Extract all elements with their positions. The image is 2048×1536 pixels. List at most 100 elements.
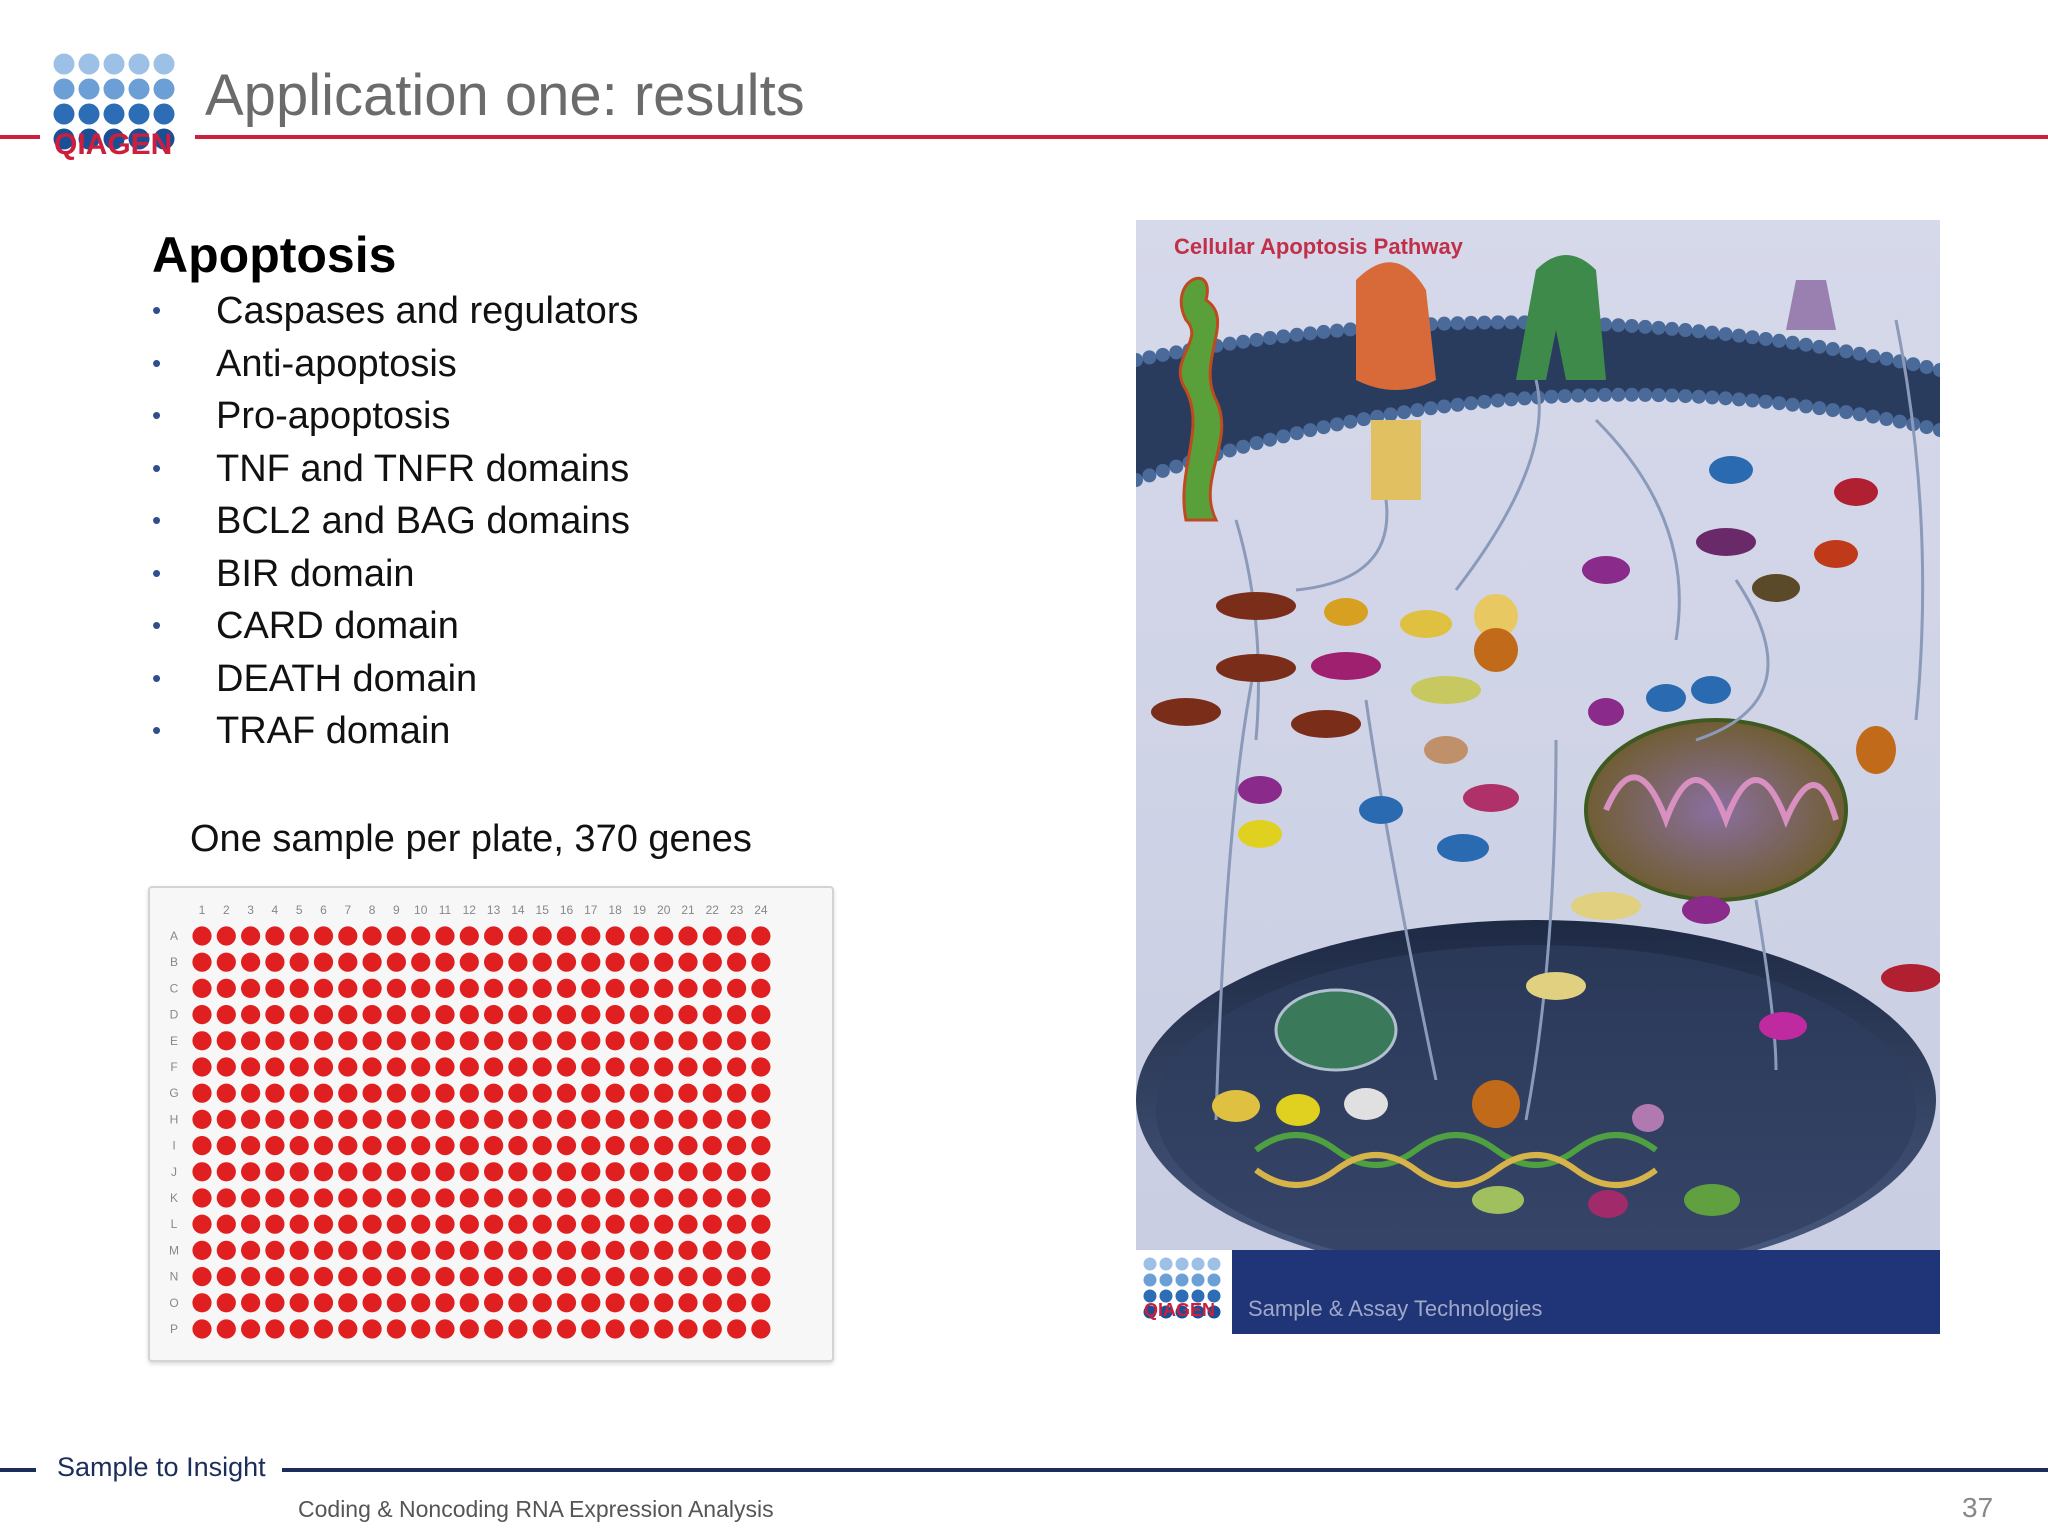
plate-well [532,1240,552,1260]
pathway-arrows [1214,319,1925,1121]
plate-well [654,1083,674,1103]
plate-well [265,1162,285,1182]
plate-well [508,1057,528,1077]
plate-well [654,952,674,972]
membrane-bead [1303,326,1318,341]
plate-well [532,926,552,946]
footer-rule-left [0,1468,36,1472]
logo-dot [1175,1305,1189,1319]
membrane-bead [1155,347,1170,362]
plate-well [216,1109,236,1129]
membrane-bead [1665,388,1679,403]
plate-well [241,1109,261,1129]
plate-well [289,1319,309,1339]
plate-well [508,1267,528,1287]
plate-column-label: 7 [344,903,351,917]
plate-well [289,1109,309,1129]
plate-well [241,1162,261,1182]
plate-well [751,1188,771,1208]
plate-well [678,1162,698,1182]
membrane-bead [1383,407,1398,422]
plate-well [265,926,285,946]
plate-column-label: 13 [487,903,501,917]
apaf1-node [1359,796,1403,824]
plate-row-label: I [172,1139,175,1153]
plate-well [508,1188,528,1208]
plate-well [265,1031,285,1051]
membrane-bead [1651,320,1666,335]
membrane-bead [1839,405,1854,420]
htra2-node [1424,736,1468,764]
plate-well [727,1109,747,1129]
plate-well [241,1005,261,1025]
plate-well [751,1214,771,1234]
plate-well [313,1136,334,1156]
plate-well [751,1031,771,1051]
membrane-bead [1879,351,1894,366]
membrane-bead [1571,388,1586,403]
plate-well [605,1031,625,1051]
plate-well [605,1240,625,1260]
plate-well [362,1214,382,1234]
plate-well [508,1240,528,1260]
plate-well [265,1083,285,1103]
plate-well [581,1031,601,1051]
plate-well [338,1136,358,1156]
membrane-bead [1691,389,1706,404]
plate-well [386,1109,406,1129]
membrane-bead [1705,325,1720,340]
plate-well [216,1057,236,1077]
plate-well [192,978,212,998]
logo-dot [1207,1273,1221,1287]
logo-dot [53,128,75,150]
membrane-bead [1303,423,1318,438]
plate-column-label: 12 [463,903,477,917]
plate-well [678,1083,698,1103]
plate-well [654,1136,674,1156]
logo-dot [103,78,125,100]
plate-well [459,1136,479,1156]
plate-well [484,1136,504,1156]
plate-well [313,926,334,946]
plate-well [338,1267,358,1287]
membrane-bead [1136,473,1143,487]
plate-well [192,1083,212,1103]
plate-well [678,1240,698,1260]
plate-well [435,1267,455,1287]
plate-well [629,1136,649,1156]
plate-well [581,1109,601,1129]
plate-well [362,1005,382,1025]
logo-dot [128,103,150,125]
plate-well [241,926,261,946]
logo-dot [1159,1289,1173,1303]
plate-well [216,978,236,998]
plate-well [702,1188,722,1208]
membrane-bead [1598,317,1612,332]
plate-well [338,1319,358,1339]
footer-rule [282,1468,2048,1472]
plate-well [265,978,285,998]
plate-well [216,1293,236,1313]
plate-well [192,1319,212,1339]
dr-receptor-stem [1371,420,1421,500]
plate-well [532,1109,552,1129]
plate-well [605,1319,625,1339]
plate-well [313,1162,334,1182]
plate-well [605,1293,625,1313]
membrane-bead [1624,387,1639,402]
plate-well [459,1005,479,1025]
plate-well [751,1109,771,1129]
plate-well [435,1188,455,1208]
plate-well [678,978,698,998]
plate-column-label: 17 [584,903,598,917]
plate-well [605,1267,625,1287]
plate-well [386,926,406,946]
pathway-title: Cellular Apoptosis Pathway [1174,234,1464,259]
plate-well [338,1109,358,1129]
plate-well [459,1083,479,1103]
plate-well [265,1005,285,1025]
qiagen-logo: QIAGEN [53,53,175,161]
plate-well [484,1293,504,1313]
logo-dot [1159,1305,1173,1319]
